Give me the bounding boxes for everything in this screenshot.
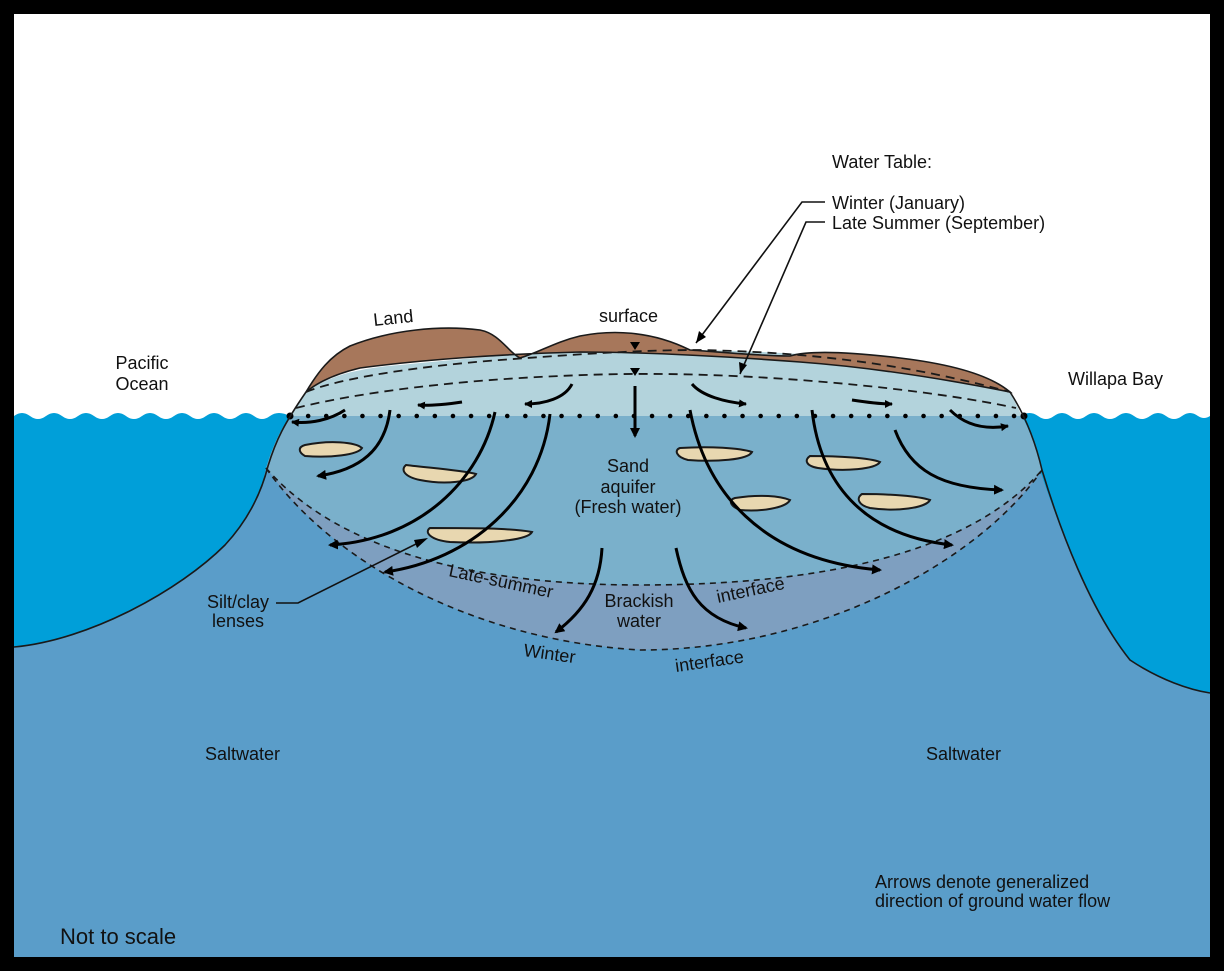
winter-leader-arrowhead <box>696 331 706 343</box>
willapa-bay-label: Willapa Bay <box>1068 369 1163 389</box>
flow-arrow <box>328 411 497 550</box>
flow-arrow <box>554 547 604 634</box>
pacific-ocean-label-line2: Ocean <box>115 374 168 394</box>
flow-arrow <box>316 409 392 480</box>
winter-interface-line <box>265 467 1043 651</box>
silt-clay-lens <box>675 446 754 462</box>
flow-arrow <box>851 398 893 408</box>
brackish-zone <box>266 468 1042 650</box>
flow-arrow <box>383 413 552 576</box>
silt-clay-lens <box>298 441 364 458</box>
late-summer-september-label: Late Summer (September) <box>832 213 1045 233</box>
flow-arrow <box>893 429 1004 495</box>
flow-arrow <box>291 408 346 427</box>
flow-arrow <box>688 409 882 575</box>
silt-clay-label-line2: lenses <box>212 611 264 631</box>
not-to-scale-label: Not to scale <box>60 924 176 949</box>
flow-arrow <box>690 382 747 408</box>
coastline-left <box>13 391 307 648</box>
silt-clay-label-line1: Silt/clay <box>207 592 269 612</box>
saltwater-right-label: Saltwater <box>926 744 1001 764</box>
pacific-ocean-label-line1: Pacific <box>115 353 168 373</box>
coastline-right <box>1009 391 1211 694</box>
winter-leader-line <box>695 201 825 344</box>
silt-clay-leader-arrowhead <box>414 538 428 548</box>
winter-january-label: Winter (January) <box>832 193 965 213</box>
saltwater-body <box>14 468 1210 957</box>
arrows-note-line1: Arrows denote generalized <box>875 872 1089 892</box>
flow-arrow <box>417 400 463 410</box>
land-label: Land <box>372 306 414 330</box>
summer-leader-arrowhead <box>739 362 747 374</box>
late-summer-leader-line <box>739 221 825 375</box>
silt-clay-leader-line <box>276 541 421 604</box>
flow-arrow <box>524 383 574 408</box>
flow-arrow <box>674 547 748 632</box>
summer-table-marker <box>630 368 640 376</box>
brackish-water-label-line1: Brackish <box>604 591 673 611</box>
surface-label: surface <box>599 306 658 326</box>
saltwater-left-label: Saltwater <box>205 744 280 764</box>
flow-arrow <box>810 409 954 550</box>
flow-arrow <box>948 408 1009 432</box>
silt-clay-lens <box>857 492 932 511</box>
brackish-water-label-line2: water <box>616 611 661 631</box>
sand-aquifer-label-line2: aquifer <box>600 477 655 497</box>
arrows-note-line2: direction of ground water flow <box>875 891 1111 911</box>
winter-table-marker <box>630 342 640 350</box>
water-table-heading: Water Table: <box>832 152 932 172</box>
sand-aquifer-label-line3: (Fresh water) <box>574 497 681 517</box>
silt-clay-lens <box>729 494 792 512</box>
late-summer-interface-line <box>265 467 1043 586</box>
late-summer-water-table-line <box>295 373 1017 409</box>
sand-aquifer-label-line1: Sand <box>607 456 649 476</box>
land-surface <box>305 327 1013 394</box>
